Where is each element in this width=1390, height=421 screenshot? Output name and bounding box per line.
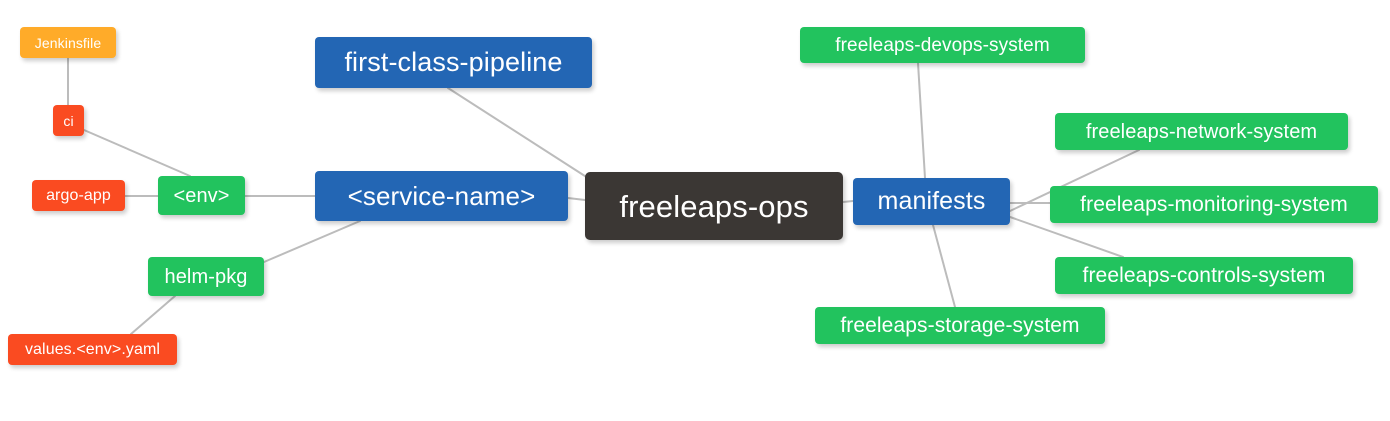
edge-freeleaps-ops-to-manifests — [842, 200, 854, 203]
edge-manifests-to-freeleaps-devops-system — [917, 62, 926, 179]
node-manifests[interactable]: manifests — [853, 178, 1010, 225]
edge-service-name-to-helm-pkg — [263, 220, 361, 263]
node-freeleaps-devops-system[interactable]: freeleaps-devops-system — [800, 27, 1085, 63]
node-jenkinsfile[interactable]: Jenkinsfile — [20, 27, 116, 58]
edge-freeleaps-ops-to-first-class-pipeline — [447, 87, 589, 179]
node-helm-pkg[interactable]: helm-pkg — [148, 257, 264, 296]
node-freeleaps-controls-system[interactable]: freeleaps-controls-system — [1055, 257, 1353, 294]
edge-freeleaps-ops-to-service-name — [567, 197, 586, 201]
node-freeleaps-network-system[interactable]: freeleaps-network-system — [1055, 113, 1348, 150]
node-freeleaps-monitoring-system[interactable]: freeleaps-monitoring-system — [1050, 186, 1378, 223]
node-env[interactable]: <env> — [158, 176, 245, 215]
node-freeleaps-ops[interactable]: freeleaps-ops — [585, 172, 843, 240]
node-freeleaps-storage-system[interactable]: freeleaps-storage-system — [815, 307, 1105, 344]
edge-manifests-to-freeleaps-controls-system — [1009, 216, 1124, 258]
node-ci[interactable]: ci — [53, 105, 84, 136]
edge-env-to-ci — [83, 129, 191, 177]
node-values-env-yaml[interactable]: values.<env>.yaml — [8, 334, 177, 365]
node-first-class-pipeline[interactable]: first-class-pipeline — [315, 37, 592, 88]
edge-manifests-to-freeleaps-storage-system — [932, 224, 956, 308]
node-service-name[interactable]: <service-name> — [315, 171, 568, 221]
edge-helm-pkg-to-values-env-yaml — [130, 295, 176, 335]
node-argo-app[interactable]: argo-app — [32, 180, 125, 211]
